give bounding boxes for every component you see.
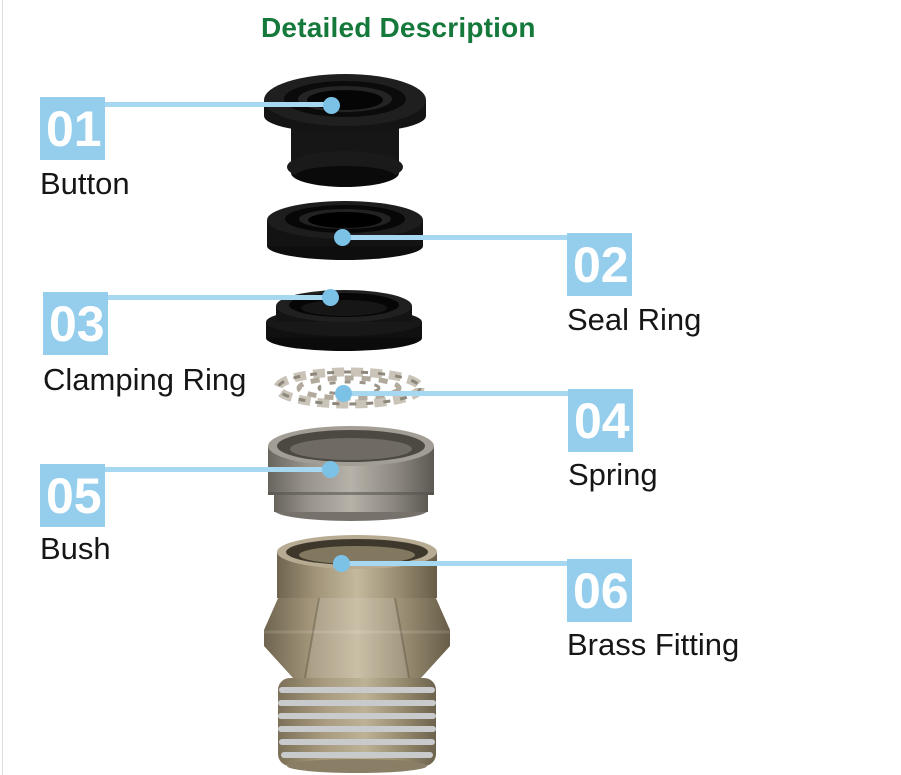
leader-line-brass-fitting [342, 561, 567, 566]
page-title: Detailed Description [261, 12, 536, 43]
bush-part-image [268, 426, 434, 521]
leader-dot-bush [322, 461, 339, 478]
label-brass-fitting: Brass Fitting [567, 627, 740, 662]
callout-number-01: 01 [40, 97, 105, 160]
leader-line-seal-ring [343, 235, 567, 240]
leader-line-clamping-ring [106, 295, 332, 300]
left-edge-divider [2, 0, 3, 775]
callout-number-04: 04 [568, 389, 633, 452]
button-part-image [264, 74, 426, 187]
callout-number-05: 05 [40, 464, 105, 527]
leader-line-spring [344, 391, 568, 396]
leader-dot-clamping-ring [322, 289, 339, 306]
callout-number-06: 06 [567, 559, 632, 622]
label-seal-ring: Seal Ring [567, 302, 702, 337]
callout-number-03: 03 [43, 292, 108, 355]
leader-line-button [104, 102, 332, 107]
clamping-ring-part-image [266, 290, 422, 351]
label-clamping-ring: Clamping Ring [43, 362, 247, 397]
label-spring: Spring [568, 457, 658, 492]
leader-line-bush [103, 467, 332, 472]
leader-dot-brass-fitting [333, 555, 350, 572]
leader-dot-button [323, 97, 340, 114]
callout-number-02: 02 [567, 233, 632, 296]
leader-dot-spring [335, 385, 352, 402]
label-bush: Bush [40, 531, 111, 566]
leader-dot-seal-ring [334, 229, 351, 246]
label-button: Button [40, 166, 130, 201]
brass-fitting-part-image [264, 535, 450, 773]
